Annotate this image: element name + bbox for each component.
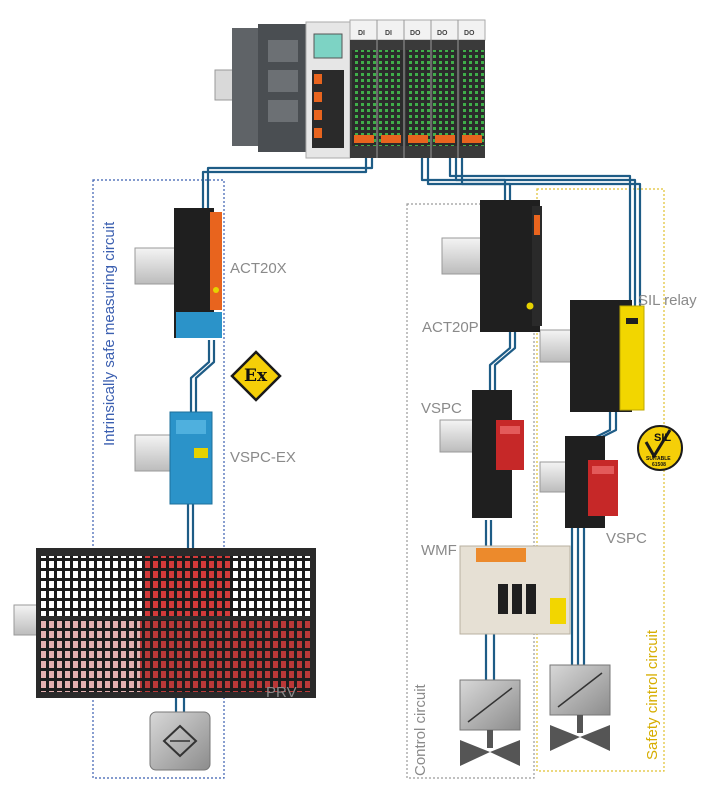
label-sil-relay: SIL relay xyxy=(638,292,697,309)
control-circuit-frame xyxy=(406,203,535,779)
sil-badge-sub1: SUITABLE xyxy=(646,456,671,462)
io-slot-label-2: DI xyxy=(385,30,392,37)
vspc-mid-module xyxy=(472,390,524,518)
label-vspc-right: VSPC xyxy=(606,530,647,547)
ex-badge-text: Ex xyxy=(244,366,268,386)
safety-circuit-frame xyxy=(536,188,665,772)
act20x-module xyxy=(174,208,222,338)
io-slot-label-4: DO xyxy=(437,30,448,37)
vspc-ex-module xyxy=(169,411,213,505)
plc-io-station xyxy=(214,19,486,159)
label-act20x: ACT20X xyxy=(230,260,287,277)
din-rail-sil-relay xyxy=(539,329,573,363)
safety-valve xyxy=(549,664,611,751)
din-rail-act20x xyxy=(134,247,176,285)
sil-badge-sub2: 61508 xyxy=(652,462,666,468)
io-slot-label-5: DO xyxy=(464,30,475,37)
vspc-right-module xyxy=(565,436,618,528)
act20p-module xyxy=(480,200,542,332)
label-wmf: WMF xyxy=(421,542,457,559)
label-act20p: ACT20P xyxy=(422,319,479,336)
control-valve xyxy=(459,679,521,766)
label-intrinsic-circuit: Intrinsically safe measuring circuit xyxy=(101,221,118,446)
label-safety-circuit: Safety cintrol circuit xyxy=(644,629,661,760)
sil-badge-text: SIL xyxy=(654,432,672,444)
sil-badge-icon xyxy=(637,425,683,471)
wmf-terminal xyxy=(459,545,571,635)
label-vspc-mid: VSPC xyxy=(421,400,462,417)
label-prv: PRV xyxy=(266,684,297,701)
label-control-circuit: Control circuit xyxy=(412,684,429,776)
io-slot-label-1: DI xyxy=(358,30,365,37)
sil-relay-module xyxy=(570,300,645,412)
io-slot-label-3: DO xyxy=(410,30,421,37)
prv-terminal-block xyxy=(13,548,316,698)
ex-badge xyxy=(230,350,282,402)
level-sensor xyxy=(149,711,211,771)
intrinsic-circuit-frame xyxy=(92,179,225,779)
label-vspc-ex: VSPC-EX xyxy=(230,449,296,466)
din-rail-act20p xyxy=(441,237,483,275)
